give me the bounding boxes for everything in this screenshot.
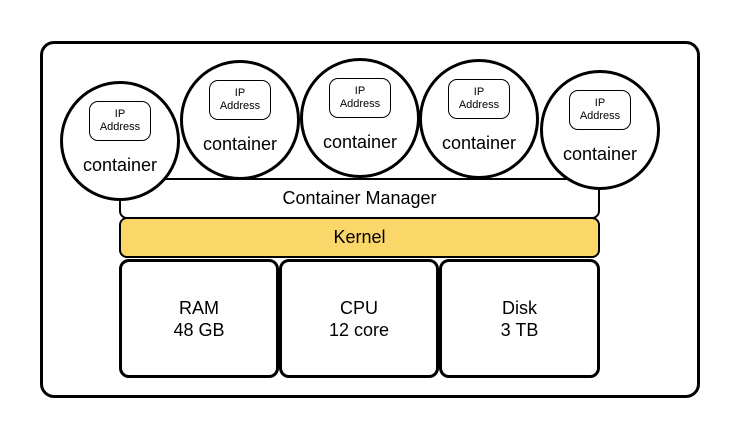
container-label-3: container <box>322 132 398 152</box>
container-circle-5: IP Address container <box>540 70 660 190</box>
container-manager-label: Container Manager <box>282 188 437 208</box>
hardware-ram-box: RAM 48 GB <box>119 259 279 378</box>
container-circle-1: IP Address container <box>60 81 180 201</box>
ip-line1: IP <box>114 108 126 120</box>
ip-line1: IP <box>234 87 246 99</box>
ip-address-box-2: IP Address <box>209 80 271 120</box>
container-circle-2: IP Address container <box>180 60 300 180</box>
ip-line1: IP <box>594 97 606 109</box>
container-circle-3: IP Address container <box>300 58 420 178</box>
disk-name-label: Disk <box>502 297 537 318</box>
ip-line2: Address <box>579 110 621 122</box>
ip-address-box-4: IP Address <box>448 79 510 119</box>
container-circle-4: IP Address container <box>419 59 539 179</box>
ip-address-box-1: IP Address <box>89 101 151 141</box>
container-label-2: container <box>202 134 278 154</box>
container-label-1: container <box>82 155 158 175</box>
ip-line2: Address <box>219 100 261 112</box>
ip-line2: Address <box>99 121 141 133</box>
ram-spec-label: 48 GB <box>173 319 225 340</box>
cpu-spec-label: 12 core <box>328 319 390 340</box>
ip-line1: IP <box>354 85 366 97</box>
disk-spec-label: 3 TB <box>500 319 539 340</box>
container-manager-layer: Container Manager <box>119 178 600 219</box>
hardware-cpu-box: CPU 12 core <box>279 259 439 378</box>
ram-name-label: RAM <box>179 297 219 318</box>
ip-line1: IP <box>473 86 485 98</box>
kernel-label: Kernel <box>333 227 386 247</box>
ip-line2: Address <box>458 99 500 111</box>
cpu-name-label: CPU <box>339 297 378 318</box>
container-label-5: container <box>562 144 638 164</box>
kernel-layer: Kernel <box>119 217 600 258</box>
ip-address-box-5: IP Address <box>569 90 631 130</box>
container-label-4: container <box>441 133 517 153</box>
ip-address-box-3: IP Address <box>329 78 391 118</box>
ip-line2: Address <box>339 98 381 110</box>
hardware-disk-box: Disk 3 TB <box>439 259 600 378</box>
